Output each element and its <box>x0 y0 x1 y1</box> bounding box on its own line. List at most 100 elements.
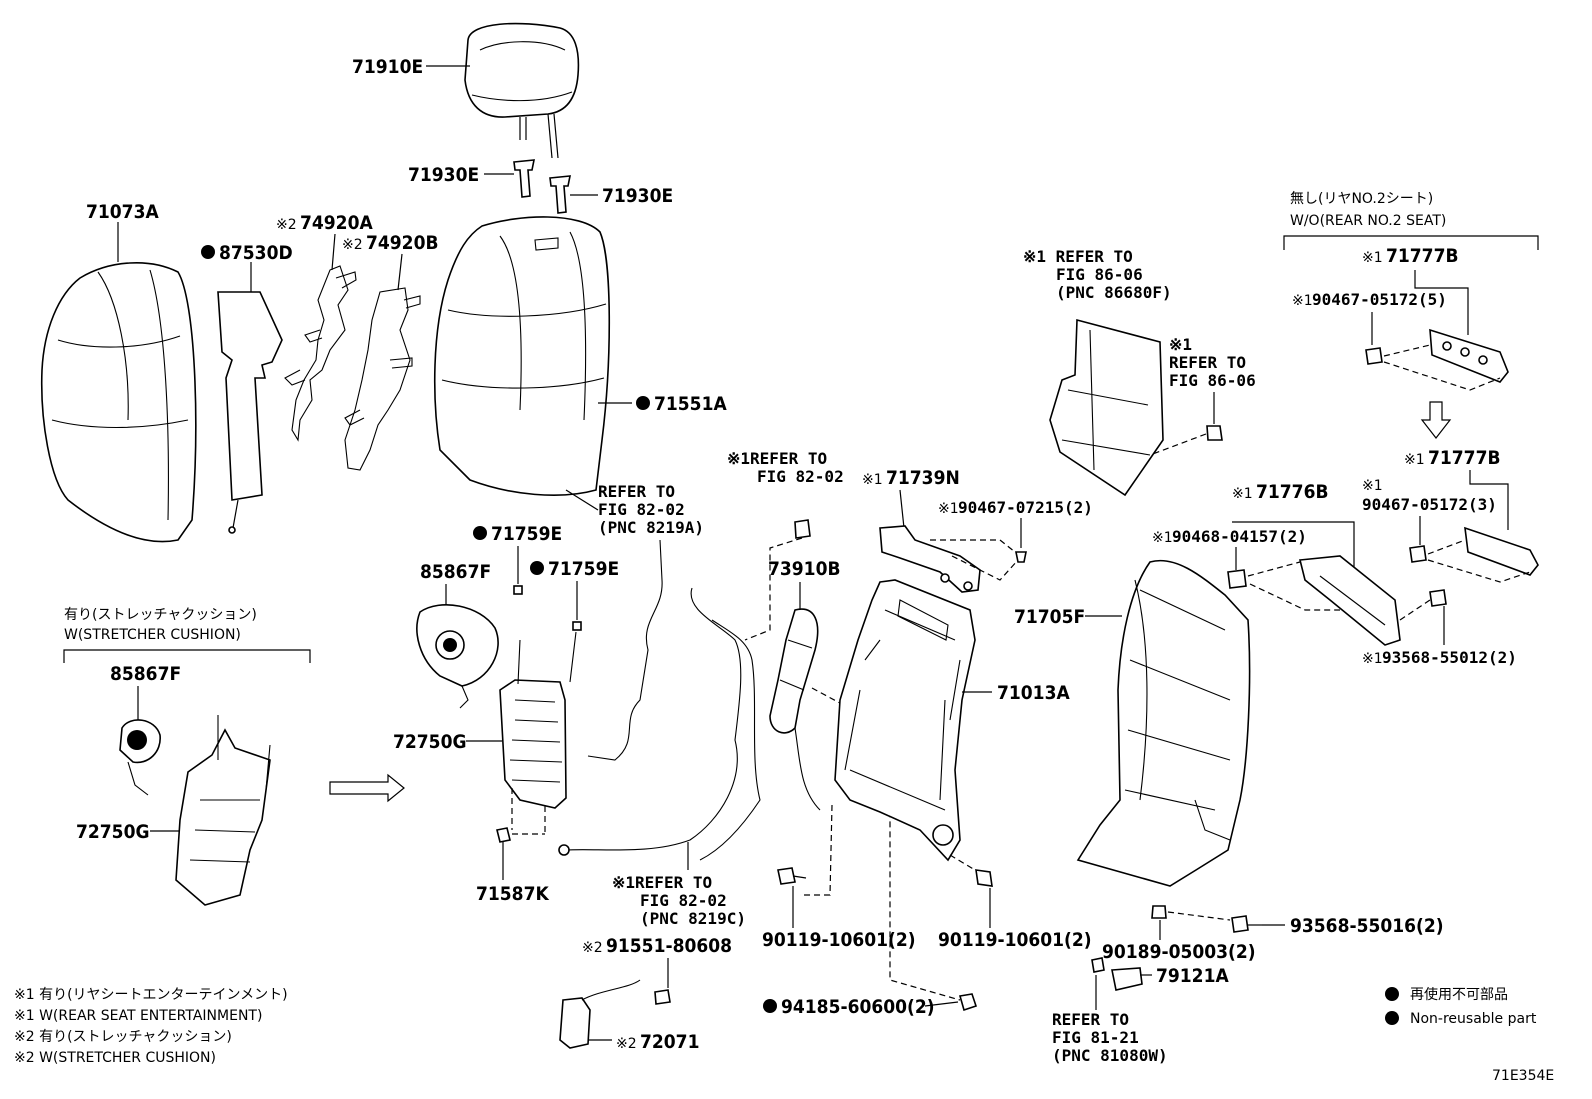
part-label-72750g: 72750G <box>393 731 467 753</box>
non-reusable-dot-icon <box>1385 987 1399 1001</box>
non-reusable-dot-icon <box>201 245 215 259</box>
footnotes: ※1 有り(リヤシートエンターテインメント) ※1 W(REAR SEAT EN… <box>14 987 288 1066</box>
refer-8202-line1: ※1REFER TO <box>727 449 827 468</box>
svg-text:再使用不可部品: 再使用不可部品 <box>1410 986 1508 1003</box>
part-label-72071: 72071 <box>640 1031 699 1053</box>
refer-86680f-line3: (PNC 86680F) <box>1056 283 1172 302</box>
non-reusable-dot-icon <box>1385 1011 1399 1025</box>
refer-8606-line1: ※1 <box>1169 335 1192 354</box>
refer-81080w-line2: FIG 81-21 <box>1052 1028 1139 1047</box>
bolt-icon <box>975 869 993 887</box>
back-board-illustration <box>1076 559 1251 887</box>
part-mark-90467-05172-5: ※1 <box>1292 293 1313 309</box>
refer-8219c-line2: FIG 82-02 <box>640 891 727 910</box>
part-label-71587k: 71587K <box>476 883 549 905</box>
cover-b-illustration <box>1409 526 1539 576</box>
svg-text:REFER TO: REFER TO <box>598 482 675 501</box>
wo-rear-seat-en: W/O(REAR NO.2 SEAT) <box>1290 213 1446 229</box>
part-label-90189: 90189-05003(2) <box>1102 941 1256 963</box>
svg-text:※1 W(REAR SEAT ENTERTAINMENT): ※1 W(REAR SEAT ENTERTAINMENT) <box>14 1008 262 1024</box>
refer-8219a: REFER TO FIG 82-02 (PNC 8219A) <box>598 482 704 537</box>
refer-86680f-line2: FIG 86-06 <box>1056 265 1143 284</box>
non-reusable-dot-icon <box>473 526 487 540</box>
refer-8219c-line1: ※1REFER TO <box>612 873 712 892</box>
part-label-71759e-2: 71759E <box>548 558 619 580</box>
part-label-71777b: 71777B <box>1428 447 1501 469</box>
svg-text:Non-reusable part: Non-reusable part <box>1410 1011 1537 1027</box>
part-label-71759e-1: 71759E <box>491 523 562 545</box>
part-label-74920b: 74920B <box>366 232 439 254</box>
switch-illustration <box>559 979 671 1049</box>
pad-heater-illustration <box>217 291 283 534</box>
part-label-90119-2: 90119-10601(2) <box>938 929 1092 951</box>
part-label-71777b-top: 71777B <box>1386 245 1459 267</box>
part-label-73910b: 73910B <box>768 558 841 580</box>
part-label-93568-55016: 93568-55016(2) <box>1290 915 1444 937</box>
part-mark-90467-07215: ※1 <box>938 501 959 517</box>
non-reusable-dot-icon <box>763 999 777 1013</box>
part-label-71930e-left: 71930E <box>408 164 479 186</box>
garnish-illustration <box>1298 555 1401 646</box>
figure-id: 71E354E <box>1492 1068 1554 1084</box>
bracket-illustration <box>879 525 981 593</box>
refer-8606-line2: REFER TO <box>1169 353 1246 372</box>
part-label-90468: 90468-04157(2) <box>1172 527 1307 546</box>
part-label-71930e-right: 71930E <box>602 185 673 207</box>
bolt-icon <box>777 867 807 885</box>
part-label-stretcher-72750g: 72750G <box>76 821 150 843</box>
part-label-90119-1: 90119-10601(2) <box>762 929 916 951</box>
svg-text:(PNC 8219A): (PNC 8219A) <box>598 518 704 537</box>
part-label-71739n: 71739N <box>886 467 960 489</box>
part-label-87530d: 87530D <box>219 242 293 264</box>
nut-icon <box>958 993 978 1012</box>
part-label-71776b: 71776B <box>1256 481 1329 503</box>
part-label-71013a: 71013A <box>997 682 1070 704</box>
svg-text:※2 有り(ストレッチャクッション): ※2 有り(ストレッチャクッション) <box>14 1029 232 1045</box>
part-mark-90467-05172-3: ※1 <box>1362 478 1383 494</box>
legend: 再使用不可部品 Non-reusable part <box>1385 986 1537 1027</box>
stretcher-en: W(STRETCHER CUSHION) <box>64 627 241 643</box>
refer-8606-line3: FIG 86-06 <box>1169 371 1256 390</box>
display-illustration <box>1049 318 1164 497</box>
part-label-90467-05172-3: 90467-05172(3) <box>1362 495 1497 514</box>
part-mark-71777b-top: ※1 <box>1362 250 1383 266</box>
seatback-frame-illustration <box>834 579 976 862</box>
part-mark-91551: ※2 <box>582 940 603 956</box>
part-label-85867f: 85867F <box>420 561 491 583</box>
refer-81080w-line3: (PNC 81080W) <box>1052 1046 1168 1065</box>
part-label-74920a: 74920A <box>300 212 373 234</box>
guide-illustration <box>513 159 571 214</box>
arrow-right-icon <box>329 773 405 803</box>
svg-text:※1 有り(リヤシートエンターテインメント): ※1 有り(リヤシートエンターテインメント) <box>14 987 288 1003</box>
wo-rear-seat-jp: 無し(リヤNO.2シート) <box>1290 191 1433 207</box>
part-label-71073a: 71073A <box>86 201 159 223</box>
part-mark-71739n: ※1 <box>862 472 883 488</box>
hook-illustration <box>1091 957 1143 991</box>
part-mark-90468: ※1 <box>1152 530 1173 546</box>
refer-86680f-line1: ※1 REFER TO <box>1023 247 1133 266</box>
part-mark-74920a: ※2 <box>276 217 297 233</box>
part-mark-74920b: ※2 <box>342 237 363 253</box>
lumbar-motor-illustration <box>416 604 499 709</box>
stretcher-jp: 有り(ストレッチャクッション) <box>64 607 257 623</box>
headrest-illustration <box>464 22 580 159</box>
non-reusable-dot-icon <box>530 561 544 575</box>
part-label-91551: 91551-80608 <box>606 935 732 957</box>
stretcher-assy-illustration <box>175 715 271 906</box>
lumbar-assy-illustration <box>499 631 577 835</box>
refer-81080w-line1: REFER TO <box>1052 1010 1129 1029</box>
part-mark-71776b: ※1 <box>1232 486 1253 502</box>
heater-a-illustration <box>284 265 357 442</box>
svg-text:FIG 82-02: FIG 82-02 <box>598 500 685 519</box>
refer-8202-line2: FIG 82-02 <box>757 467 844 486</box>
svg-text:※2 W(STRETCHER CUSHION): ※2 W(STRETCHER CUSHION) <box>14 1050 216 1066</box>
part-label-71910e: 71910E <box>352 56 423 78</box>
stretcher-motor-illustration <box>119 719 161 796</box>
heater-b-illustration <box>344 287 421 471</box>
part-label-93568-55012: 93568-55012(2) <box>1382 648 1517 667</box>
screw-icon <box>1429 589 1447 607</box>
non-reusable-dot-icon <box>636 396 650 410</box>
part-label-90467-05172-5: 90467-05172(5) <box>1312 290 1447 309</box>
part-mark-71777b: ※1 <box>1404 452 1425 468</box>
